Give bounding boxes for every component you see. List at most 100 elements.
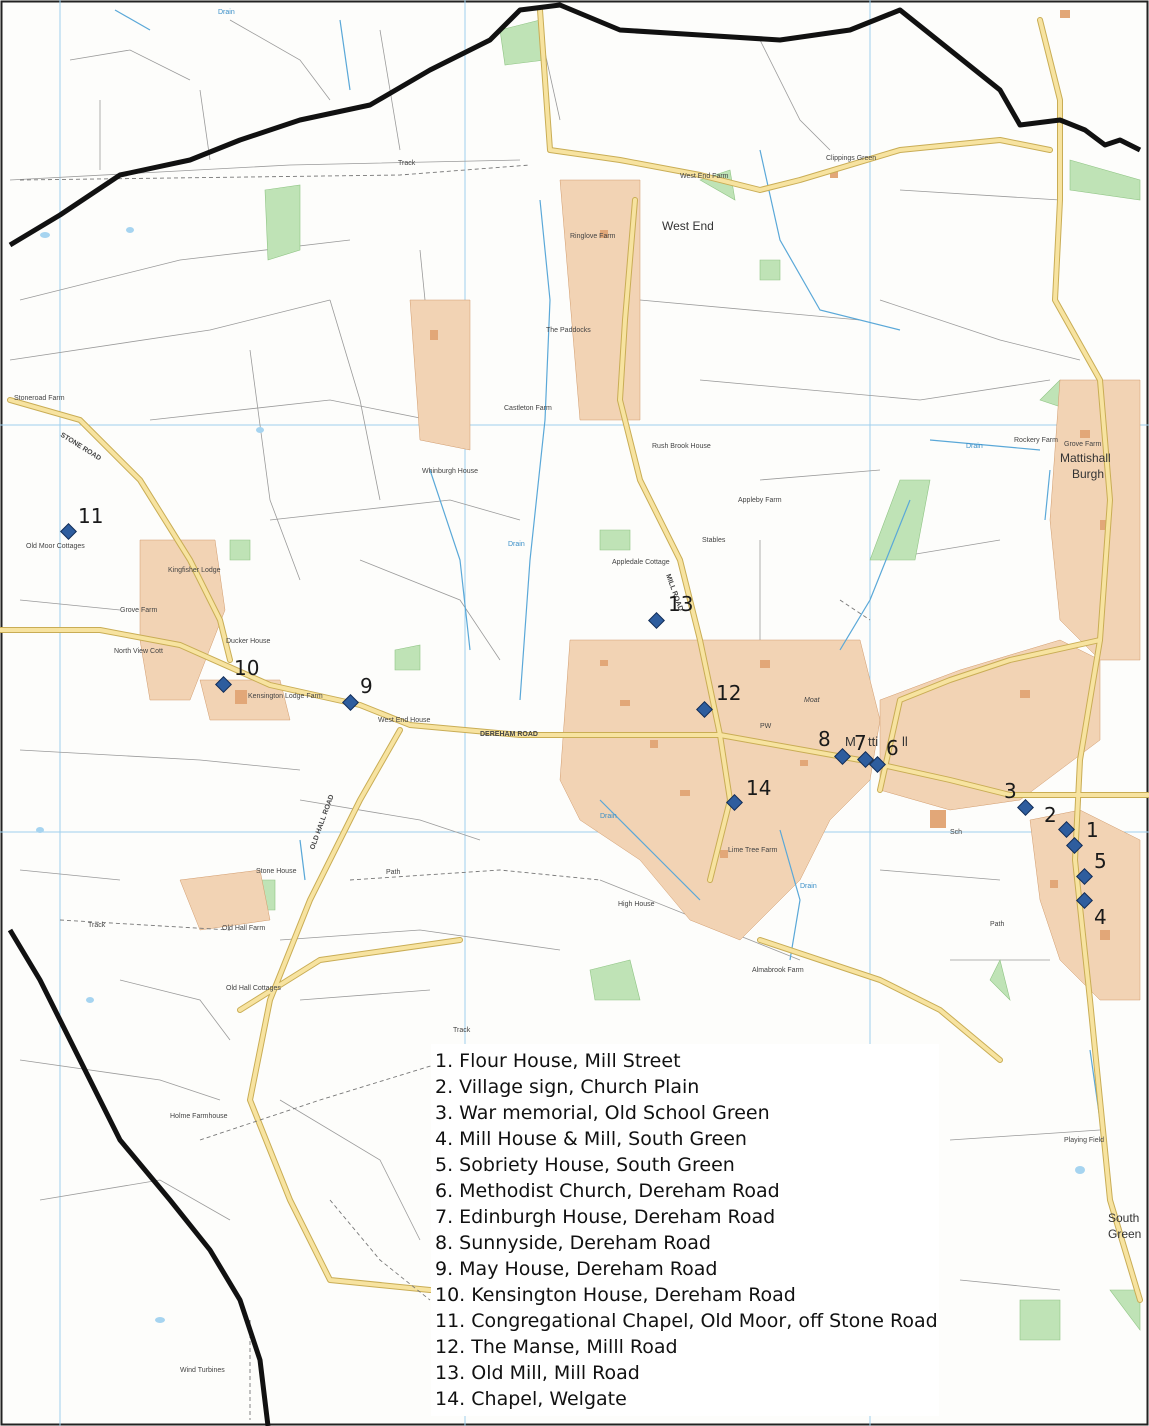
building	[830, 170, 838, 178]
label-drain: Drain	[966, 443, 983, 450]
marker-label: 12	[716, 681, 741, 705]
building	[600, 230, 608, 238]
label-track: Track	[398, 160, 416, 167]
legend-item: 6. Methodist Church, Dereham Road	[435, 1180, 780, 1202]
marker-diamond	[648, 612, 665, 629]
site-marker-7[interactable]: 7	[854, 731, 874, 768]
field-line	[959, 1279, 1061, 1291]
label-burgh: Burgh	[1072, 467, 1104, 481]
drain-line	[929, 439, 1041, 451]
marker-diamond	[215, 676, 232, 693]
field-line	[199, 89, 211, 161]
site-marker-1[interactable]: 1	[1058, 818, 1099, 842]
label-sch: Sch	[950, 829, 962, 836]
label-green: Green	[1108, 1227, 1141, 1241]
woodland	[989, 959, 1011, 1001]
label-rush-brook-house: Rush Brook House	[652, 443, 711, 450]
label-path: Path	[990, 921, 1005, 928]
site-markers: 1 2 3 4 5 6 7	[60, 504, 1107, 929]
field-line	[149, 399, 431, 421]
label-stoneroad-farm: Stoneroad Farm	[14, 395, 65, 402]
woodland	[589, 959, 641, 1001]
site-marker-11[interactable]: 11	[60, 504, 104, 540]
legend-item: 9. May House, Dereham Road	[435, 1258, 718, 1280]
field-line	[919, 379, 1051, 401]
marker-label: 4	[1094, 905, 1107, 929]
field-line	[279, 929, 561, 951]
building	[1020, 690, 1030, 698]
legend-item: 12. The Manse, Milll Road	[435, 1336, 678, 1358]
field-line	[269, 499, 521, 521]
tracks	[19, 164, 871, 1420]
field-line	[19, 1059, 221, 1101]
map-legend: 1. Flour House, Mill Street 2. Village s…	[431, 1044, 939, 1416]
marker-label: 10	[234, 656, 259, 680]
track-line	[19, 164, 531, 181]
site-marker-3[interactable]: 3	[1004, 779, 1034, 816]
site-marker-5[interactable]: 5	[1076, 849, 1107, 885]
label-west-end: West End	[662, 219, 714, 233]
road-mill-road	[618, 198, 732, 882]
village-core	[559, 639, 881, 941]
drain-line	[429, 469, 471, 651]
field-line	[639, 299, 861, 321]
track-line	[199, 1059, 451, 1141]
pond	[86, 997, 94, 1003]
drain-line	[839, 499, 911, 651]
parish-boundary	[7, 2, 1142, 1426]
road-back-lane	[878, 638, 1102, 792]
field-line	[759, 39, 831, 151]
pond	[36, 827, 44, 833]
site-marker-12[interactable]: 12	[696, 681, 742, 718]
drain-line	[519, 199, 551, 701]
legend-item: 11. Congregational Chapel, Old Moor, off…	[435, 1310, 938, 1332]
site-marker-8[interactable]: 8	[818, 727, 851, 765]
label-clippings-green: Clippings Green	[826, 155, 876, 162]
marker-diamond	[1058, 821, 1075, 838]
field-line	[19, 599, 121, 611]
site-marker-2[interactable]: 2	[1044, 803, 1083, 854]
site-marker-10[interactable]: 10	[215, 656, 260, 693]
track-line	[839, 599, 871, 621]
field-line	[329, 299, 381, 501]
track-line	[329, 1199, 431, 1301]
label-ringlove-farm: Ringlove Farm	[570, 233, 616, 240]
site-marker-14[interactable]: 14	[726, 776, 772, 811]
woodland	[1109, 1289, 1141, 1331]
site-marker-6[interactable]: 6	[869, 736, 899, 773]
legend-item: 2. Village sign, Church Plain	[435, 1076, 700, 1098]
site-marker-4[interactable]: 4	[1076, 892, 1107, 929]
road-east	[1038, 18, 1142, 1302]
label-west-end-farm: West End Farm	[680, 173, 729, 180]
site-marker-9[interactable]: 9	[342, 674, 373, 711]
field-line	[39, 1179, 231, 1221]
field-line	[359, 559, 501, 661]
ponds	[36, 227, 1085, 1323]
woodland	[394, 644, 421, 671]
label-old-hall-farm: Old Hall Farm	[222, 925, 265, 932]
label-the-paddocks: The Paddocks	[546, 327, 591, 334]
legend-item: 7. Edinburgh House, Dereham Road	[435, 1206, 776, 1228]
pond	[126, 227, 134, 233]
legend-item: 1. Flour House, Mill Street	[435, 1050, 681, 1072]
label-stables: Stables	[702, 537, 726, 544]
label-holme-farmhouse: Holme Farmhouse	[170, 1113, 228, 1120]
building	[1100, 520, 1108, 530]
marker-label: 9	[360, 674, 373, 698]
label-drain: Drain	[508, 541, 525, 548]
legend-item: 5. Sobriety House, South Green	[435, 1154, 735, 1176]
field-line	[279, 1099, 421, 1241]
field-boundaries	[9, 19, 1101, 1291]
label-almabrook-farm: Almabrook Farm	[752, 967, 804, 974]
label-mattishall-part: M	[845, 734, 856, 749]
site-marker-13[interactable]: 13	[648, 592, 694, 629]
field-line	[379, 29, 401, 151]
label-kensington-lodge-farm: Kensington Lodge Farm	[248, 693, 323, 700]
woodland	[759, 259, 781, 281]
boundary-north	[8, 2, 1142, 248]
label-duckers-house: Ducker House	[226, 638, 270, 645]
marker-label: 7	[854, 731, 867, 755]
track-line	[349, 869, 601, 881]
building	[620, 700, 630, 706]
